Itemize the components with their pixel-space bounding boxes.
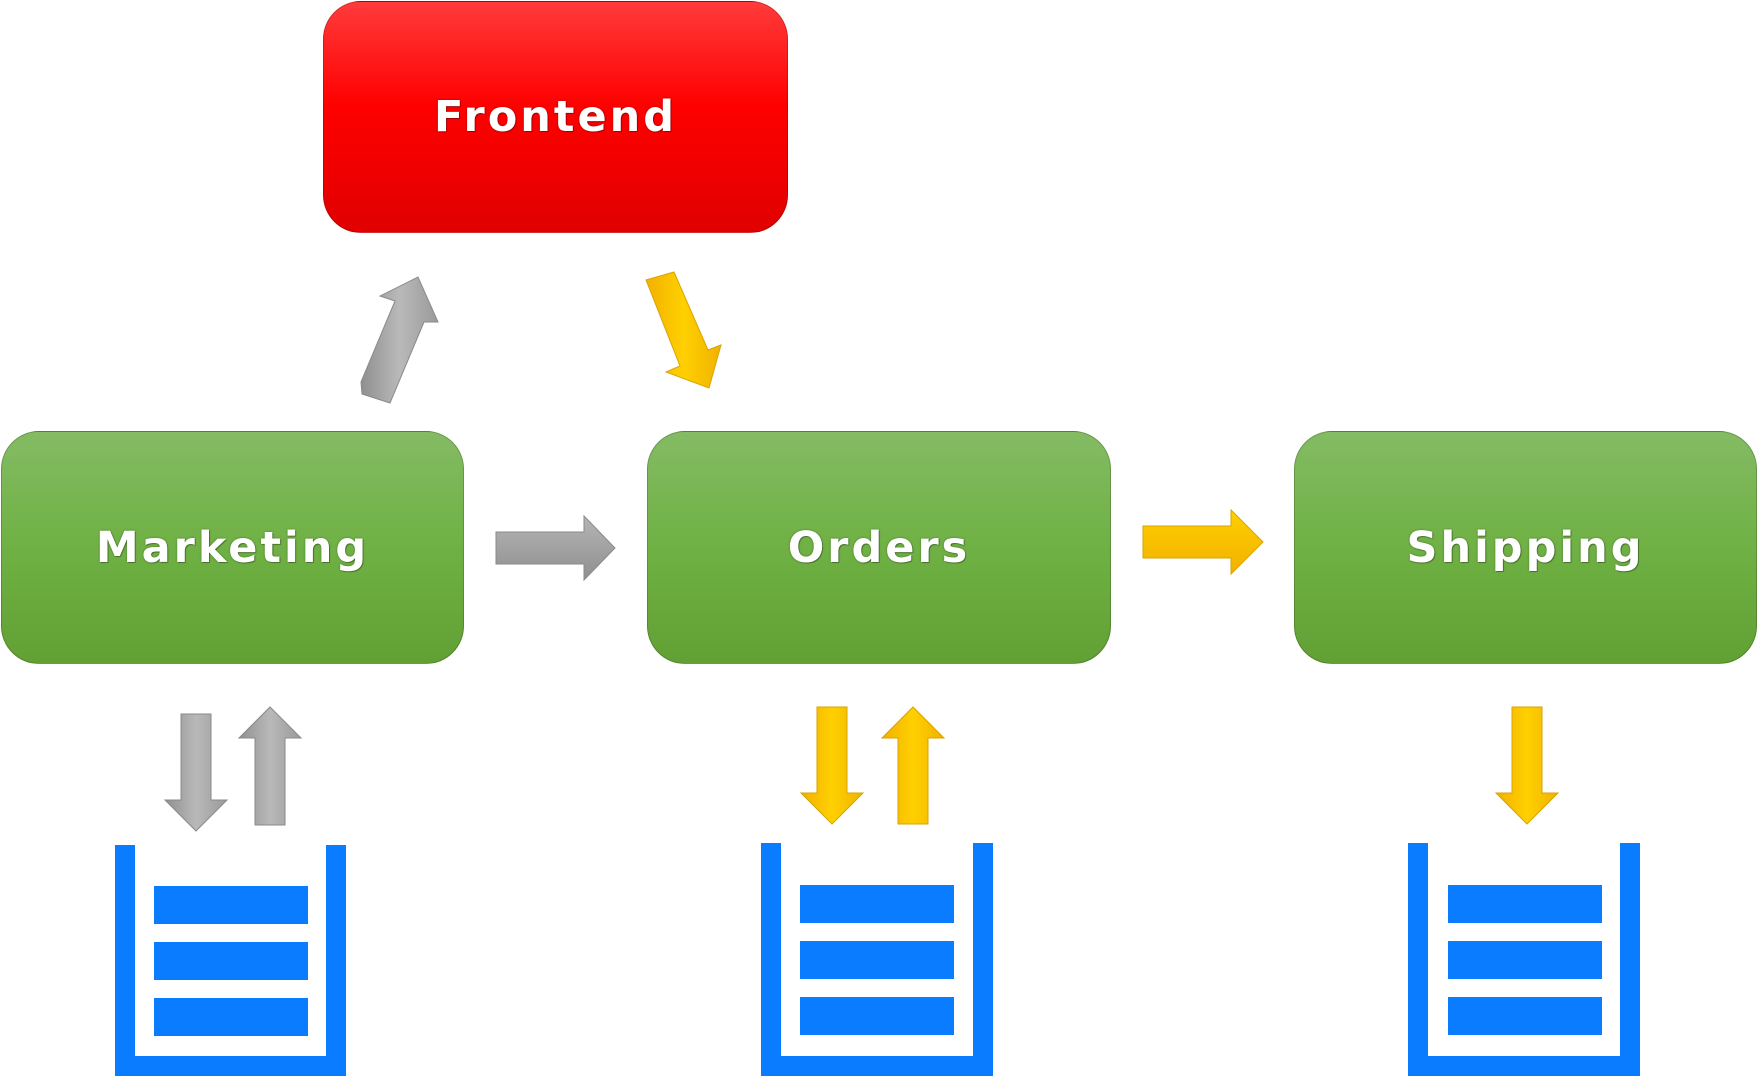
queue-icon-marketing: [115, 845, 346, 1076]
shipping-node: Shipping: [1294, 431, 1757, 664]
queue-icon-shipping: [1408, 843, 1640, 1076]
arrow-marketing-to-orders: [495, 514, 616, 582]
orders-label: Orders: [787, 522, 971, 573]
marketing-label: Marketing: [95, 522, 370, 573]
arrow-marketing-to-frontend: [360, 276, 439, 404]
arrow-marketing-to-queue-down: [163, 713, 229, 832]
arrow-frontend-to-orders: [645, 271, 722, 389]
arrow-queue-to-marketing-up: [237, 706, 303, 826]
frontend-node: Frontend: [323, 1, 788, 233]
arrow-orders-to-shipping: [1142, 508, 1264, 576]
arrow-queue-to-orders-up: [880, 706, 946, 825]
orders-node: Orders: [647, 431, 1111, 664]
arrow-orders-to-queue-down: [799, 706, 865, 825]
frontend-label: Frontend: [433, 92, 678, 142]
marketing-node: Marketing: [1, 431, 464, 664]
queue-icon-orders: [761, 843, 993, 1076]
shipping-label: Shipping: [1406, 522, 1645, 573]
arrow-shipping-to-queue-down: [1494, 706, 1560, 825]
